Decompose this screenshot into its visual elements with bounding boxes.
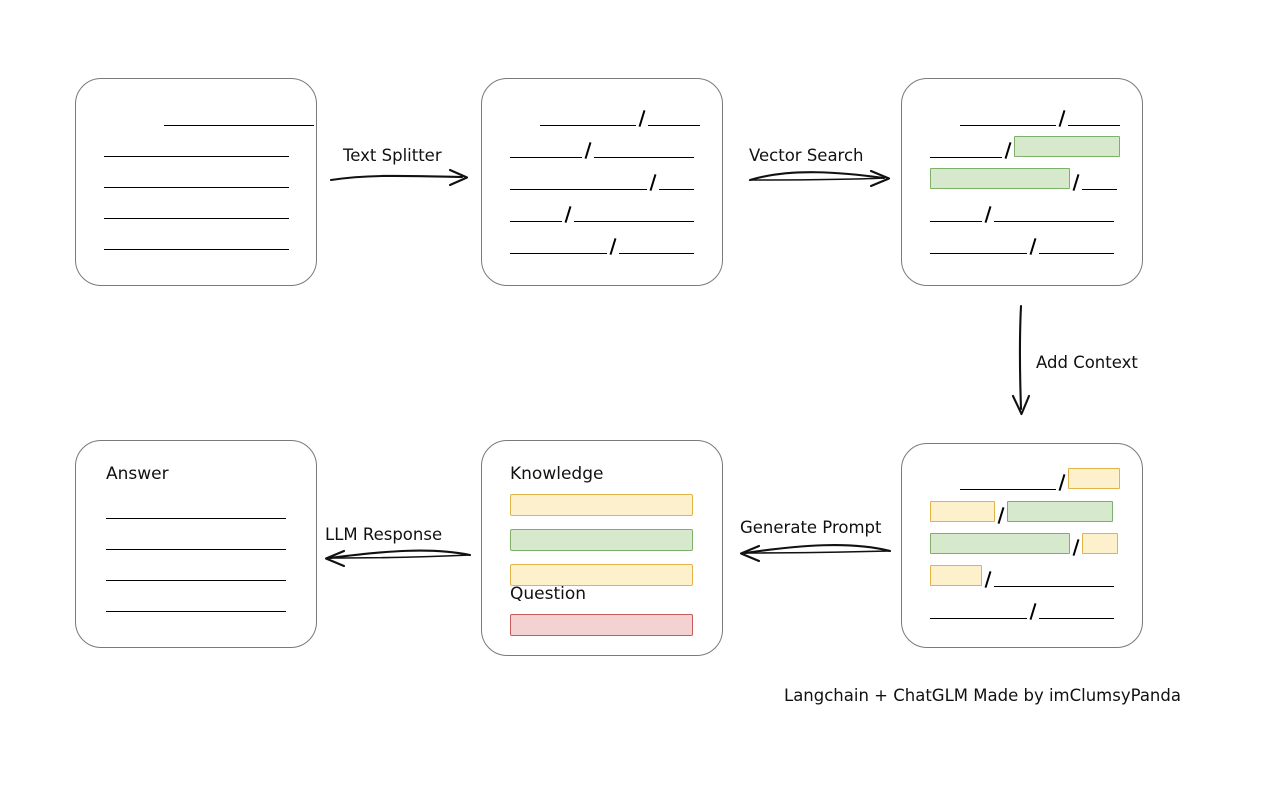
line-segment [960,488,1056,490]
line-segment [510,220,562,222]
context-chunk-yellow [930,564,982,586]
line-segment [104,186,289,188]
edge-label-add-context: Add Context [1036,353,1138,372]
context-document-card[interactable] [901,443,1143,648]
question-heading: Question [510,584,587,604]
context-document-lines [902,444,1142,647]
line-segment [106,579,286,581]
context-chunk-green [930,532,1070,554]
diagram-caption: Langchain + ChatGLM Made by imClumsyPand… [784,686,1181,705]
prompt-card[interactable]: Knowledge Question [481,440,723,656]
line-segment [960,124,1056,126]
split-slash [609,237,617,255]
edge-label-text-splitter: Text Splitter [343,146,442,165]
line-segment [574,220,694,222]
split-slash [1058,109,1066,127]
line-segment [510,252,607,254]
split-document-card[interactable] [481,78,723,286]
knowledge-bar-yellow-1 [510,494,693,516]
context-chunk-green [1007,500,1113,522]
split-slash [984,570,992,588]
edge-label-generate-prompt: Generate Prompt [740,518,882,537]
line-segment [930,617,1027,619]
line-segment [1082,188,1117,190]
answer-lines [76,441,316,647]
split-slash [584,141,592,159]
split-slash [984,205,992,223]
answer-card[interactable]: Answer [75,440,317,648]
context-chunk-yellow [1082,532,1118,554]
line-segment [994,585,1114,587]
line-segment [1039,617,1114,619]
line-segment [930,156,1002,158]
arrow-llm-response [324,549,472,568]
line-segment [648,124,700,126]
line-segment [106,610,286,612]
arrow-vector-search [748,169,891,188]
source-document-card[interactable] [75,78,317,286]
source-document-lines [76,79,316,285]
split-slash [1029,237,1037,255]
line-segment [930,220,982,222]
arrow-generate-prompt [739,544,892,563]
line-segment [104,217,289,219]
matched-chunk-green [930,167,1070,189]
line-segment [106,517,286,519]
context-chunk-yellow [930,500,995,522]
split-slash [564,205,572,223]
arrow-add-context [1011,304,1031,416]
line-segment [1068,124,1120,126]
line-segment [659,188,694,190]
edge-label-llm-response: LLM Response [325,525,443,544]
split-slash [1058,473,1066,491]
split-document-lines [482,79,722,285]
knowledge-heading: Knowledge [510,464,604,484]
knowledge-bar-yellow-2 [510,564,693,586]
split-slash [649,173,657,191]
line-segment [1039,252,1114,254]
matched-chunk-green [1014,135,1120,157]
question-bar-red [510,614,693,636]
edge-label-vector-search: Vector Search [749,146,864,165]
line-segment [104,155,289,157]
answer-heading: Answer [106,464,169,484]
matched-document-lines [902,79,1142,285]
line-segment [594,156,694,158]
line-segment [540,124,636,126]
knowledge-bar-green [510,529,693,551]
matched-document-card[interactable] [901,78,1143,286]
line-segment [510,156,582,158]
split-slash [1072,173,1080,191]
line-segment [104,248,289,250]
split-slash [1029,602,1037,620]
line-segment [994,220,1114,222]
split-slash [997,506,1005,524]
split-slash [638,109,646,127]
arrow-text-splitter [329,168,469,187]
context-chunk-yellow [1068,467,1120,489]
split-slash [1072,538,1080,556]
line-segment [619,252,694,254]
line-segment [106,548,286,550]
line-segment [510,188,647,190]
line-segment [930,252,1027,254]
line-segment [164,124,314,126]
split-slash [1004,141,1012,159]
